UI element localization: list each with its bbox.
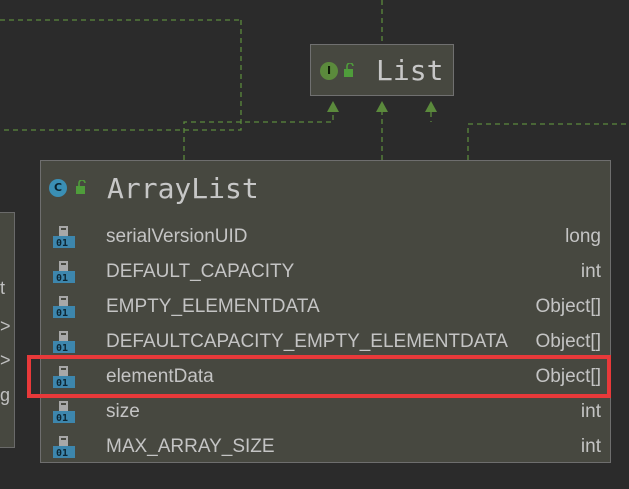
field-name: MAX_ARRAY_SIZE xyxy=(106,436,275,457)
svg-text:01: 01 xyxy=(56,343,68,353)
partial-text: t xyxy=(0,278,6,298)
field-icon: 01 xyxy=(53,296,75,319)
field-icon: 01 xyxy=(53,366,75,389)
partial-text: > xyxy=(0,316,11,336)
field-name: elementData xyxy=(106,366,214,387)
unlocked-icon xyxy=(344,63,354,77)
field-type: int xyxy=(580,401,601,422)
partial-class-node[interactable]: t > > g xyxy=(0,212,15,448)
field-row-empty-elementdata[interactable]: 01 EMPTY_ELEMENTDATA Object[] xyxy=(41,289,610,323)
class-icon: C xyxy=(49,179,67,197)
svg-text:01: 01 xyxy=(56,413,68,423)
svg-text:01: 01 xyxy=(56,378,68,388)
field-icon: 01 xyxy=(53,226,75,249)
field-icon: 01 xyxy=(53,436,75,459)
field-type: Object[] xyxy=(535,331,601,352)
field-name: DEFAULT_CAPACITY xyxy=(106,261,295,282)
field-icon: 01 xyxy=(53,401,75,424)
field-row-default-capacity[interactable]: 01 DEFAULT_CAPACITY int xyxy=(41,254,610,288)
svg-text:01: 01 xyxy=(56,238,68,248)
field-type: Object[] xyxy=(535,366,601,387)
field-row-serialversionuid[interactable]: 01 serialVersionUID long xyxy=(41,219,610,253)
svg-text:01: 01 xyxy=(56,308,68,318)
svg-text:01: 01 xyxy=(56,448,68,458)
field-type: long xyxy=(565,226,601,247)
field-type: int xyxy=(580,436,601,457)
field-row-elementdata[interactable]: 01 elementData Object[] xyxy=(41,359,610,393)
field-row-max-array-size[interactable]: 01 MAX_ARRAY_SIZE int xyxy=(41,429,610,463)
field-type: Object[] xyxy=(535,296,601,317)
field-name: EMPTY_ELEMENTDATA xyxy=(106,296,320,317)
field-type: int xyxy=(580,261,601,282)
field-row-defaultcapacity-empty-elementdata[interactable]: 01 DEFAULTCAPACITY_EMPTY_ELEMENTDATA Objec… xyxy=(41,324,610,358)
list-interface-node[interactable]: I List xyxy=(310,44,454,96)
field-name: serialVersionUID xyxy=(106,226,248,247)
field-name: size xyxy=(106,401,140,422)
field-icon: 01 xyxy=(53,261,75,284)
partial-text: g xyxy=(0,385,11,405)
partial-text: > xyxy=(0,350,11,370)
svg-text:01: 01 xyxy=(56,273,68,283)
field-icon: 01 xyxy=(53,331,75,354)
unlocked-icon xyxy=(76,180,86,194)
field-row-size[interactable]: 01 size int xyxy=(41,394,610,428)
class-name: ArrayList xyxy=(107,172,259,205)
interface-icon: I xyxy=(320,62,338,80)
interface-name: List xyxy=(376,54,444,87)
field-name: DEFAULTCAPACITY_EMPTY_ELEMENTDATA xyxy=(106,331,508,352)
